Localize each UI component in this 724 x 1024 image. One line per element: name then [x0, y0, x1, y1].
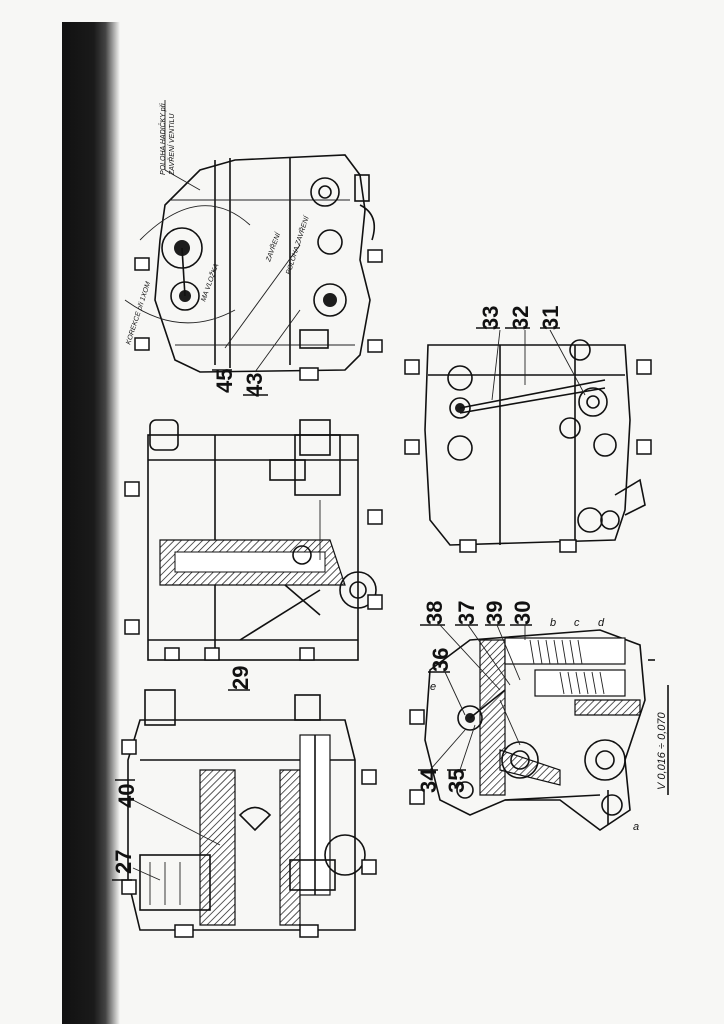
- callout-32: 32: [508, 306, 533, 330]
- callout-43: 43: [242, 373, 267, 397]
- callout-30: 30: [510, 601, 535, 625]
- letter-b: b: [550, 617, 556, 629]
- note-korekce: KOREKCE při 1XOM: [125, 281, 152, 346]
- callout-34: 34: [416, 768, 441, 793]
- callout-31: 31: [538, 306, 563, 330]
- callout-29: 29: [228, 666, 253, 690]
- note-poloha-zavreni: POLOHA ZAVŘENÍ: [283, 214, 311, 276]
- middle-view-drawing: [124, 419, 383, 691]
- callout-40: 40: [114, 784, 139, 808]
- note-zavreni: ZAVŘENÍ: [263, 230, 282, 263]
- lower-right-view-drawing: [409, 624, 655, 831]
- left-view-drawing: [112, 689, 377, 938]
- letter-c: c: [574, 617, 580, 629]
- note-poloha-hadicky: POLOHA HADIČKY při: [158, 103, 167, 175]
- letter-d: d: [598, 617, 605, 629]
- letter-a: a: [633, 821, 639, 833]
- callout-27: 27: [111, 850, 136, 874]
- note-ma-vlozka: MA VLOŽKA: [198, 262, 220, 303]
- callout-45: 45: [212, 369, 237, 393]
- letter-e: e: [430, 681, 436, 693]
- top-view-drawing: [124, 100, 383, 396]
- tolerance-note: V 0,016 ÷ 0,070: [656, 712, 668, 790]
- callout-36: 36: [428, 648, 453, 672]
- callout-35: 35: [444, 769, 469, 793]
- scan-binding-shadow: [62, 22, 120, 1024]
- upper-right-view-drawing: [404, 327, 652, 553]
- callout-38: 38: [422, 601, 447, 625]
- callout-33: 33: [478, 306, 503, 330]
- callout-37: 37: [454, 601, 479, 625]
- note-zavreni-ventilu: ZAVŘENÍ VENTILU: [167, 113, 176, 176]
- callout-39: 39: [482, 601, 507, 625]
